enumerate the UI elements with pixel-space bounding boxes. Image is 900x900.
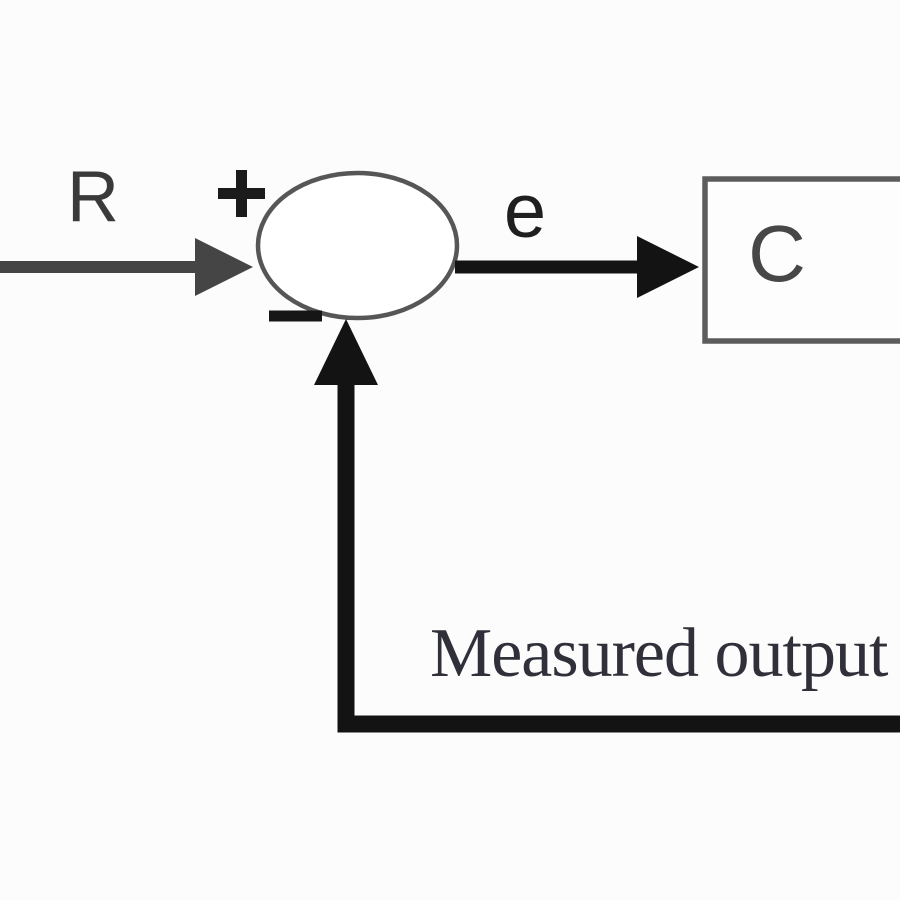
plus-sign-icon: [218, 170, 265, 217]
summing-junction: [255, 170, 460, 321]
error-arrowhead-icon: [637, 236, 699, 298]
measured-output-label: Measured output: [430, 615, 889, 692]
feedback-line: [337, 372, 900, 733]
error-signal-label: e: [504, 169, 546, 254]
controller-label: C: [748, 209, 806, 298]
controller-block: [702, 176, 900, 344]
input-arrowhead-icon: [195, 238, 253, 296]
feedback-arrowhead-icon: [314, 319, 378, 385]
reference-input-label: R: [67, 157, 119, 237]
